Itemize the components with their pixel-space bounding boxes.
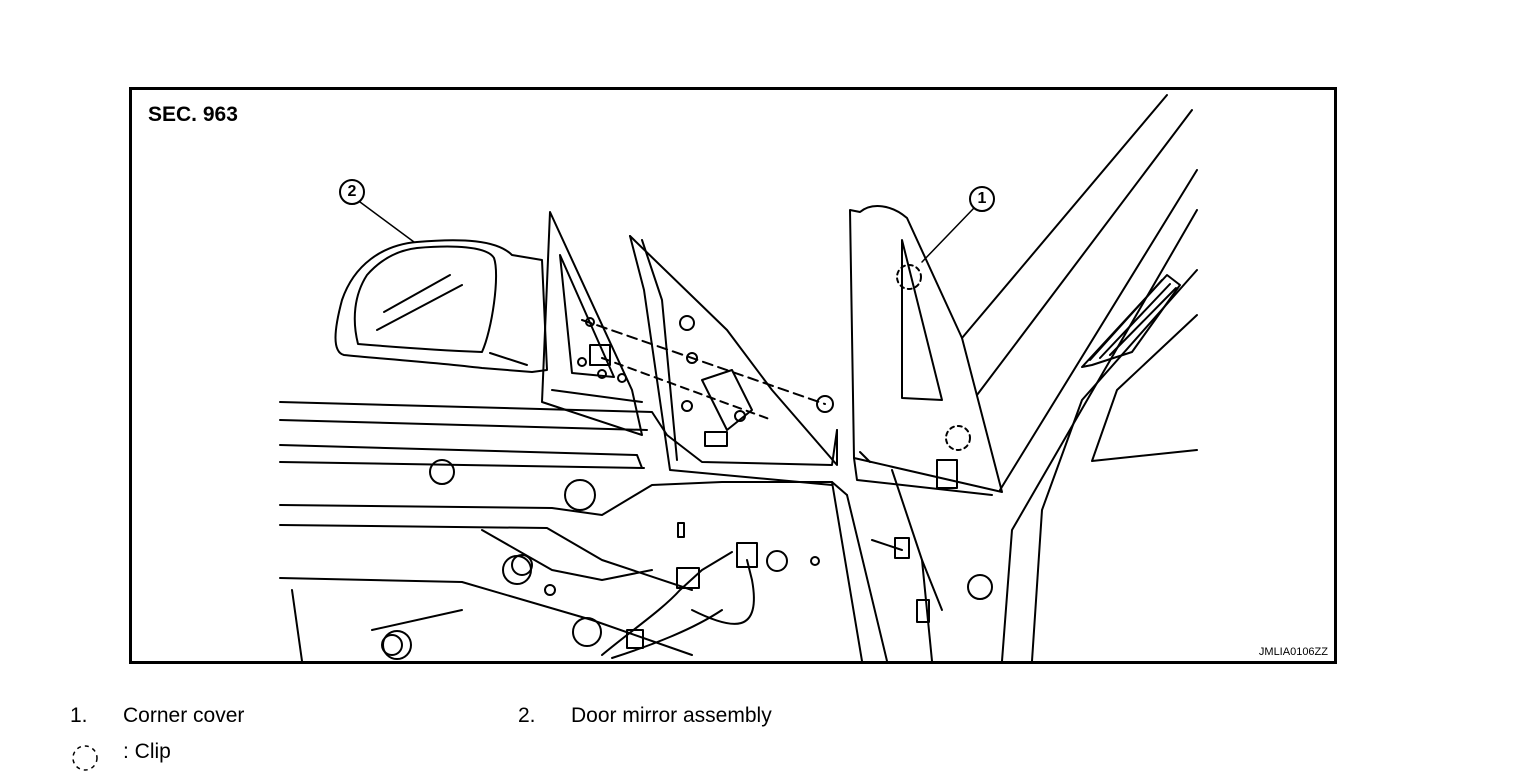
- diagram-figure: SEC. 963 2 1 JMLIA0106ZZ: [129, 87, 1337, 664]
- corner-cover-drawing: [849, 205, 1003, 496]
- callout-1: 1: [969, 186, 995, 212]
- figure-code: JMLIA0106ZZ: [1258, 646, 1328, 658]
- legend-label: Door mirror assembly: [571, 704, 772, 727]
- door-bracket-drawing: [629, 235, 838, 486]
- clip-label: : Clip: [123, 740, 171, 763]
- door-panel-drawing: [279, 401, 888, 661]
- body-pillar-drawing: [871, 94, 1198, 661]
- section-label: SEC. 963: [148, 103, 238, 126]
- legend-number: 2.: [518, 704, 536, 727]
- door-mirror-drawing: [334, 211, 643, 436]
- door-mirror-illustration: [279, 94, 1198, 661]
- callout-2: 2: [339, 179, 365, 205]
- dashed-circle-icon: [72, 745, 98, 771]
- legend-number: 1.: [70, 704, 88, 727]
- legend-label: Corner cover: [123, 704, 245, 727]
